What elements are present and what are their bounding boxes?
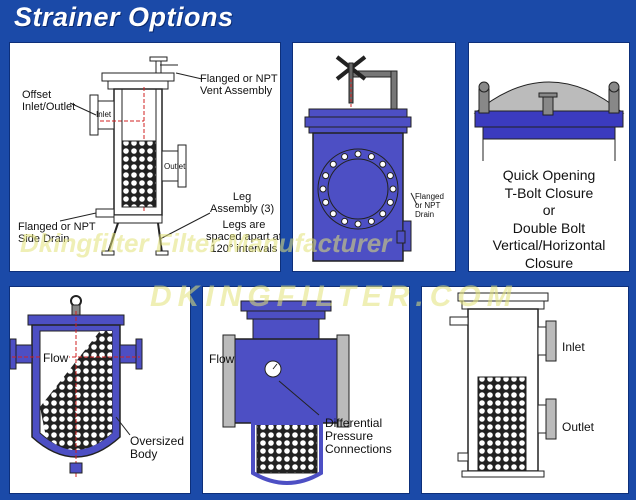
inlet-outlet-drawing: [449, 292, 557, 478]
offset-strainer-drawing: [59, 56, 211, 256]
label-closure-options: Quick Opening T-Bolt Closure or Double B…: [492, 167, 606, 271]
panel-closure-options: Quick Opening T-Bolt Closure or Double B…: [468, 42, 630, 272]
page-title: Strainer Options: [14, 2, 234, 32]
label-differential-pressure: Differential Pressure Connections: [325, 416, 392, 457]
bolt-hole: [367, 153, 375, 161]
label-oversized-body: Oversized Body: [130, 434, 185, 462]
label-outlet: Outlet: [164, 162, 186, 171]
bolt-hole: [354, 220, 362, 228]
panel-oversized-body: Flow Oversized Body: [9, 286, 191, 494]
bolt-hole: [322, 172, 330, 180]
bolt-hole: [341, 217, 349, 225]
bolt-hole: [386, 198, 394, 206]
bolt-hole: [341, 153, 349, 161]
bolt-hole: [354, 150, 362, 158]
bolt-hole: [329, 160, 337, 168]
differential-pressure-drawing: [222, 300, 350, 485]
bolt-hole: [386, 172, 394, 180]
label-leg-assembly: Leg Assembly (3): [210, 191, 275, 216]
bolt-hole: [379, 210, 387, 218]
bolt-hole: [329, 210, 337, 218]
label-inlet: Inlet: [96, 110, 112, 119]
panel-offset-inlet-outlet: Offset Inlet/Outlet Flanged or NPT Vent …: [9, 42, 281, 272]
label-flow: Flow: [209, 352, 235, 366]
panel-inlet-outlet: Inlet Outlet: [421, 286, 629, 494]
bolt-hole: [389, 185, 397, 193]
label-side-drain: Flanged or NPT Side Drain: [18, 221, 96, 246]
bolt-hole: [367, 217, 375, 225]
label-legs-spaced: Legs are spaced apart at 120° intervals: [206, 219, 281, 256]
bolt-hole: [319, 185, 327, 193]
flanged-drain-strainer-drawing: [304, 55, 418, 262]
label-outlet: Outlet: [562, 420, 595, 434]
label-offset-inlet-outlet: Offset Inlet/Outlet: [22, 89, 76, 114]
label-flow: Flow: [42, 351, 70, 366]
panel-differential-pressure: Flow Differential Pressure Connections: [202, 286, 410, 494]
bolt-hole: [322, 198, 330, 206]
closure-drawing: [473, 81, 625, 161]
panel-flanged-drain: Flanged or NPT Drain: [292, 42, 456, 272]
label-flanged-drain: Flanged or NPT Drain: [415, 192, 444, 219]
bolt-hole: [379, 160, 387, 168]
label-inlet: Inlet: [562, 340, 585, 354]
label-vent-assembly: Flanged or NPT Vent Assembly: [200, 73, 278, 98]
oversized-body-drawing: [10, 295, 143, 477]
